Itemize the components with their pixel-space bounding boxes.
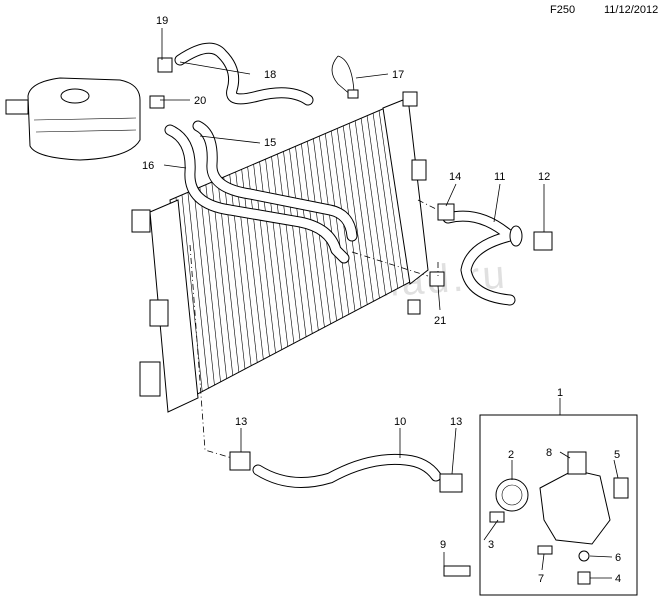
callout-11: 11	[494, 171, 505, 183]
callout-10: 10	[394, 416, 406, 428]
callout-7: 7	[538, 573, 544, 585]
hoses-15-16	[164, 120, 358, 264]
hose-10	[229, 451, 463, 493]
callout-19: 19	[156, 15, 168, 27]
bolt-9	[443, 565, 471, 577]
clamp-14	[437, 203, 455, 221]
callout-20: 20	[194, 95, 206, 107]
callout-17: 17	[392, 69, 404, 81]
callout-15: 15	[264, 137, 276, 149]
callout-4: 4	[615, 573, 621, 585]
callout-12: 12	[538, 171, 550, 183]
clamp-13-right	[439, 473, 463, 493]
clamp-21	[429, 271, 445, 287]
hose-11	[429, 203, 553, 306]
callout-2: 2	[508, 449, 514, 461]
diagram-code: F250	[550, 4, 576, 16]
callout-1: 1	[557, 387, 563, 399]
callout-5: 5	[614, 449, 620, 461]
callout-18: 18	[264, 69, 276, 81]
clip-17	[331, 55, 359, 99]
callout-3: 3	[488, 539, 494, 551]
callout-13-left: 13	[235, 416, 247, 428]
callout-21: 21	[434, 315, 446, 327]
clamp-20	[149, 95, 165, 109]
clamp-19	[157, 57, 173, 73]
clamp-13-left	[229, 451, 251, 471]
callout-6: 6	[615, 552, 621, 564]
diagram-date: 11/12/2012	[604, 4, 659, 16]
callout-16: 16	[142, 160, 154, 172]
expansion-tank	[5, 77, 141, 161]
hose-18	[149, 42, 314, 109]
callout-13-right: 13	[450, 416, 462, 428]
thermostat-assembly	[443, 414, 638, 596]
callout-9: 9	[440, 539, 446, 551]
clamp-12	[533, 231, 553, 251]
callouts: 1 2 3 4 5 6 7 8 9 10 11 12 13 13 14 15 1…	[142, 15, 621, 585]
callout-14: 14	[449, 171, 461, 183]
callout-8: 8	[546, 447, 552, 459]
leader-lines	[160, 28, 619, 579]
